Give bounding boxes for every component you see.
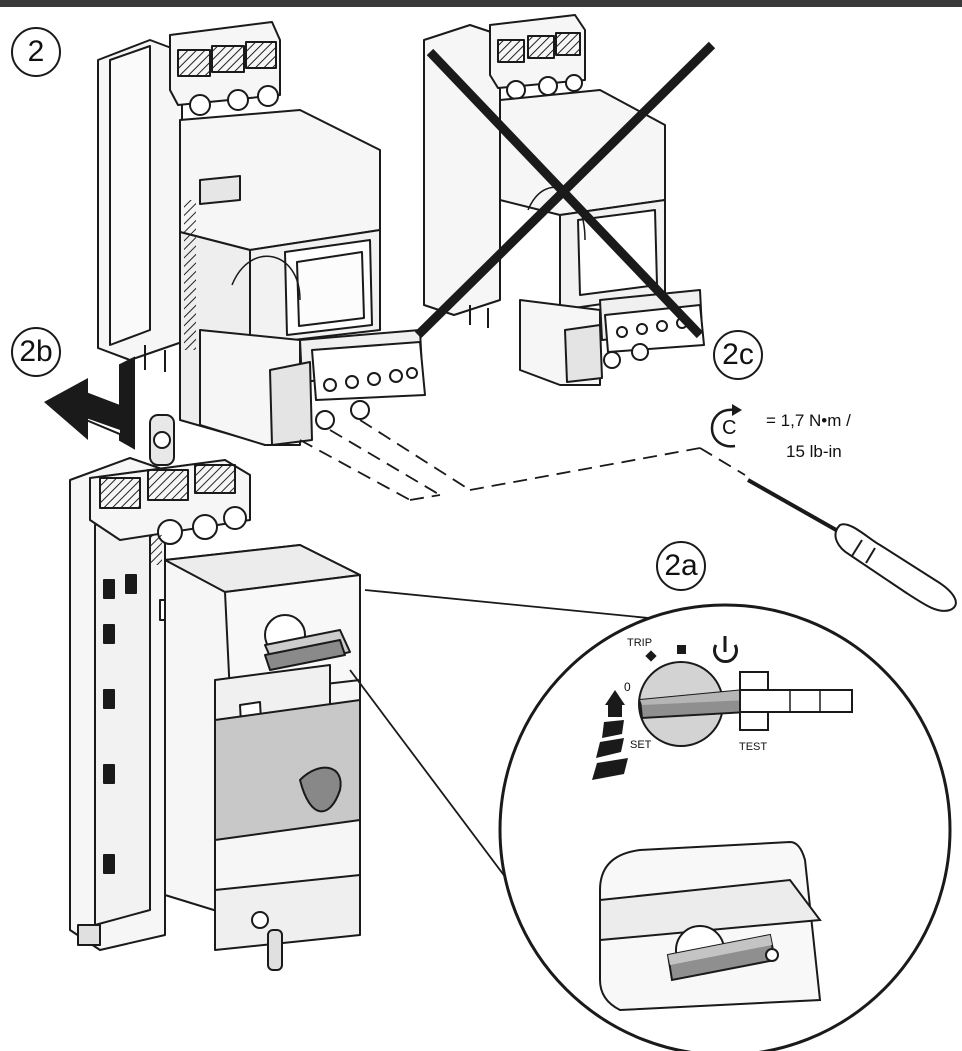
lift-arrow-icon bbox=[44, 356, 135, 450]
top-border bbox=[0, 0, 962, 7]
control-unit-incorrect bbox=[423, 14, 705, 386]
base-unit bbox=[69, 414, 361, 971]
control-unit-lifted bbox=[97, 21, 426, 446]
trip-marker-icon bbox=[645, 650, 657, 662]
square-stop-icon bbox=[677, 645, 686, 654]
alignment-lines bbox=[299, 419, 746, 501]
step-2b-circle bbox=[11, 327, 61, 377]
cross-mark bbox=[414, 41, 716, 339]
step-2c-circle bbox=[713, 330, 763, 380]
torque-tool-symbol: C bbox=[722, 417, 737, 439]
power-icon bbox=[713, 636, 738, 663]
step-circles bbox=[11, 27, 763, 591]
dial-label-set: SET bbox=[630, 739, 652, 751]
dial-label-test: TEST bbox=[739, 741, 768, 753]
rotation-arrow-icon bbox=[592, 690, 628, 780]
step-2a-label: 2a bbox=[664, 549, 698, 582]
step-2-circle bbox=[11, 27, 61, 77]
torque-value-metric: = 1,7 N•m / bbox=[766, 411, 851, 430]
dial-label-trip: TRIP bbox=[627, 637, 653, 649]
clockwise-arrow-icon bbox=[710, 404, 742, 448]
screwdriver-icon bbox=[747, 478, 957, 612]
torque-value-imperial: 15 lb-in bbox=[786, 442, 842, 461]
step-2b-label: 2b bbox=[19, 335, 53, 368]
dial-label-zero: 0 bbox=[624, 680, 631, 694]
step-2-label: 2 bbox=[27, 35, 45, 68]
inset-detail bbox=[599, 840, 822, 1012]
magnified-detail bbox=[498, 603, 952, 1051]
step-2a-circle bbox=[656, 541, 706, 591]
step-2c-label: 2c bbox=[722, 338, 754, 371]
